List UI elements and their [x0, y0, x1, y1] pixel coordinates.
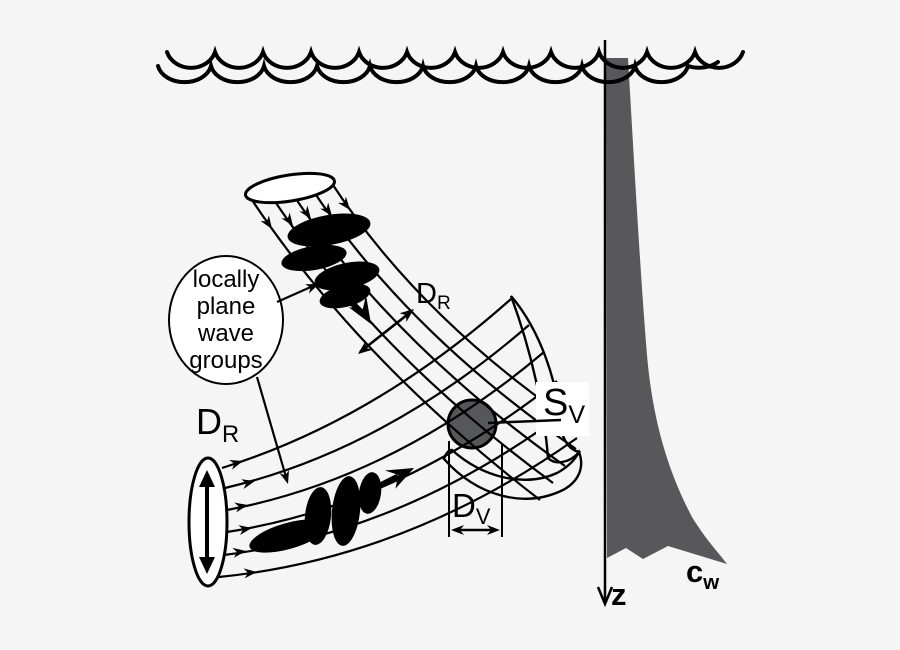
callout-pointer-lower: [255, 376, 289, 484]
wave-group-helix-lower: [249, 468, 414, 553]
callout-line: groups: [189, 347, 263, 374]
ray-arrowhead-icon: [241, 479, 255, 489]
callout-line: locally: [192, 266, 260, 293]
wave-groups-callout-bubble: [168, 255, 284, 385]
ray-arrowhead-icon: [243, 568, 257, 579]
ray-diameter-label-lower: DR: [196, 401, 240, 448]
scattering-volume-label: SV: [543, 382, 586, 430]
ray-line: [218, 437, 578, 579]
ray-arrowhead-icon: [238, 525, 252, 535]
wave-group-helix-upper: [281, 213, 380, 324]
sound-speed-profile-shape: [606, 58, 727, 564]
ray-diameter-arrow-upper: [358, 309, 414, 354]
depth-axis-label: z: [611, 577, 627, 612]
ray-line: [224, 324, 530, 490]
tube-opening-ellipse-upper: [244, 171, 336, 205]
overlap-diameter-label: DV: [452, 487, 491, 530]
water-surface: [156, 45, 745, 85]
ray-arrowhead-icon: [320, 202, 332, 216]
wave-groups-callout-text: locally plane wave groups: [168, 266, 284, 374]
water-surface-row2: [156, 58, 720, 85]
ray-line: [226, 380, 558, 534]
ray-arrowhead-icon: [260, 215, 272, 229]
scattering-volume-pointer: [487, 382, 589, 436]
ray-arrowhead-icon: [229, 460, 243, 470]
sound-speed-label: cw: [686, 554, 720, 594]
depth-axis-arrow-icon: [596, 586, 614, 608]
depth-axis: [596, 40, 614, 608]
ray-arrowhead-icon: [338, 196, 350, 210]
ray-arrowhead-icon: [232, 547, 246, 558]
ray-diameter-arrow-lower: [199, 470, 215, 574]
ray-diameter-label-upper: DR: [416, 278, 451, 315]
ray-line: [221, 298, 512, 470]
ray-line: [226, 351, 545, 512]
water-surface-row1: [165, 45, 745, 70]
end-cap-blade-upper: [509, 295, 582, 464]
helix-arrowhead-icon: [348, 295, 371, 324]
helix-arrowhead-icon: [384, 468, 414, 489]
lower-ray-tube: [218, 298, 578, 579]
ray-arrowhead-icon: [299, 205, 311, 219]
callout-pointer-upper: [276, 284, 319, 304]
callout-line: wave: [197, 320, 255, 347]
end-cap-blade-lower: [442, 448, 583, 500]
upper-ray-arrowheads: [260, 196, 350, 229]
callout-line: plane: [196, 293, 256, 320]
overlap-diameter-marker: [448, 441, 503, 537]
ray-arrowhead-icon: [281, 212, 293, 226]
lower-ray-arrowheads: [229, 460, 257, 579]
ray-arrowhead-icon: [234, 502, 248, 513]
